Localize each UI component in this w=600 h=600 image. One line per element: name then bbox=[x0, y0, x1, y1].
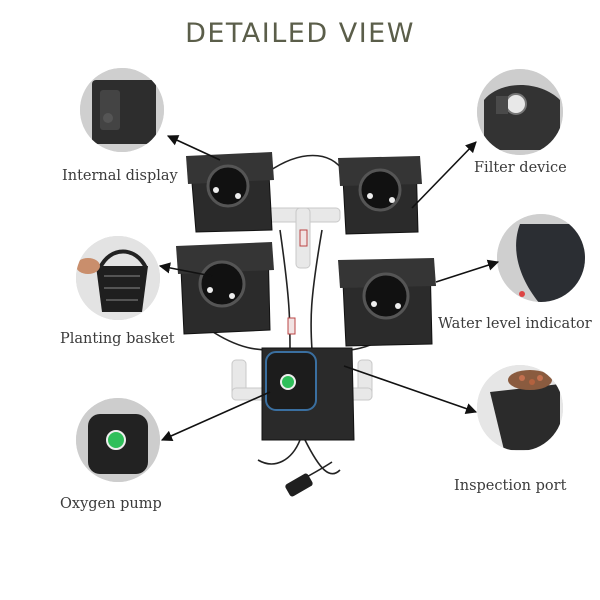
label-inspection-port: Inspection port bbox=[454, 478, 567, 494]
central-reservoir bbox=[261, 347, 355, 441]
bucket-top-left bbox=[186, 152, 274, 233]
label-oxygen-pump: Oxygen pump bbox=[60, 496, 162, 512]
bucket-mid-right bbox=[338, 258, 436, 347]
callout-internal-display bbox=[80, 68, 164, 152]
label-planting-basket: Planting basket bbox=[60, 331, 175, 347]
valve-fittings bbox=[287, 229, 308, 335]
callout-arrows bbox=[158, 135, 500, 442]
page-title: DETAILED VIEW bbox=[185, 18, 415, 49]
label-filter-device: Filter device bbox=[474, 160, 567, 176]
label-internal-display: Internal display bbox=[62, 168, 178, 184]
bucket-top-right bbox=[338, 156, 422, 235]
callout-planting-basket bbox=[76, 236, 160, 320]
callout-inspection-port bbox=[477, 365, 563, 451]
power-adapter bbox=[285, 473, 313, 497]
callout-filter-device bbox=[477, 69, 563, 155]
label-water-level-indicator: Water level indicator bbox=[438, 316, 592, 332]
bucket-mid-left bbox=[176, 242, 274, 335]
callout-water-level-indicator bbox=[497, 214, 585, 302]
callout-oxygen-pump bbox=[76, 398, 160, 482]
